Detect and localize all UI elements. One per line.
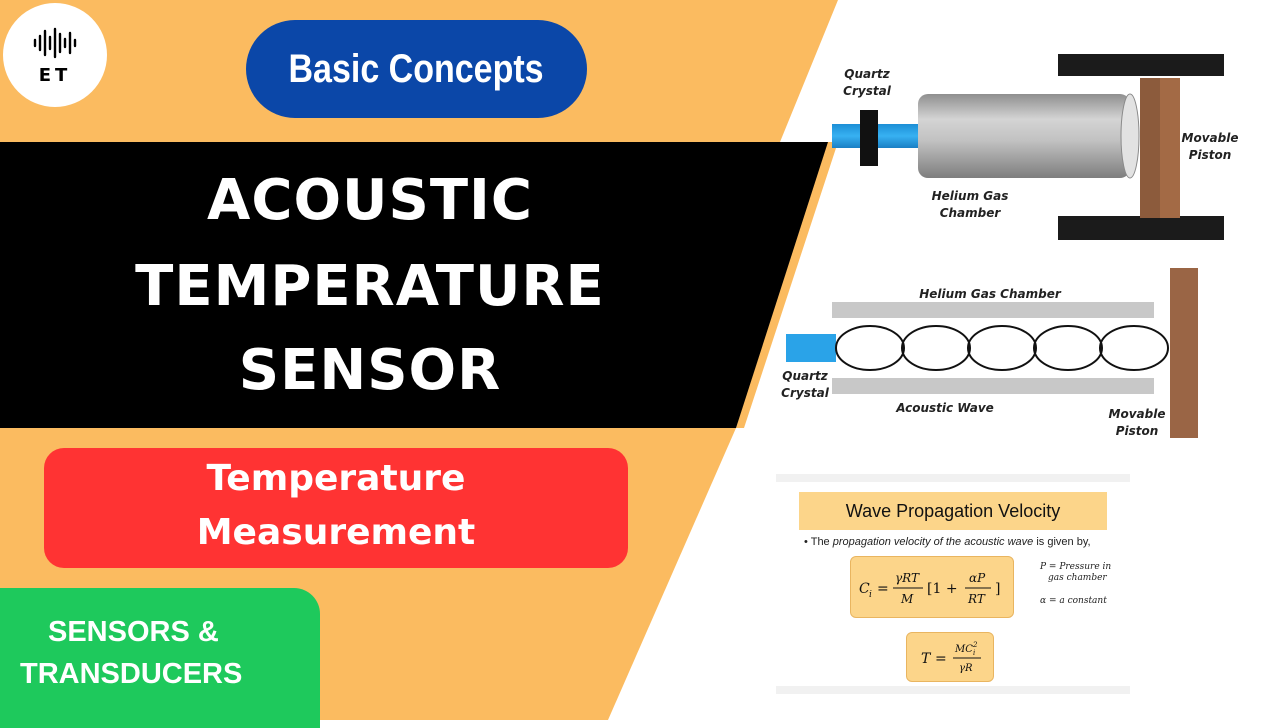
mid-piston-label: Movable Piston (1108, 407, 1166, 438)
channel-logo: ET (3, 3, 107, 107)
top-quartz-label: Quartz Crystal (843, 67, 891, 98)
formula-heading-box: Wave Propagation Velocity (799, 492, 1107, 530)
svg-text:=: = (877, 581, 889, 597)
svg-text:2: 2 (972, 641, 978, 649)
subtitle-box (44, 448, 628, 568)
formula-panel-bottom-edge (776, 686, 1130, 694)
svg-text:M: M (900, 592, 914, 606)
formula-heading: Wave Propagation Velocity (845, 500, 1061, 521)
temperature-equation: T = MC 2 i γR (906, 632, 994, 682)
quartz-crystal-block (786, 334, 836, 362)
movable-piston-shape (1140, 78, 1160, 218)
mid-helium-label: Helium Gas Chamber (919, 287, 1061, 301)
svg-text:C: C (859, 581, 870, 597)
logo-text: ET (38, 65, 72, 86)
category-line-1: SENSORS & (48, 616, 219, 648)
acoustic-wave-loops (835, 325, 1169, 371)
chamber-bottom-wall (832, 378, 1154, 394)
helium-chamber-shape (918, 94, 1130, 178)
formula-panel-top-edge (776, 474, 1130, 482)
temperature-formula: T = MC 2 i γR (921, 641, 981, 674)
acoustic-wave-diagram (786, 268, 1198, 438)
formula-bullet: • The propagation velocity of the acoust… (804, 536, 1091, 548)
chamber-top-wall (832, 302, 1154, 318)
category-box (0, 588, 320, 728)
subtitle-line-1: Temperature (206, 458, 466, 499)
svg-text:i: i (973, 649, 975, 657)
subtitle-line-2: Measurement (196, 512, 476, 553)
orange-edge-under-black (736, 142, 838, 428)
title-line-2: TEMPERATURE (135, 254, 605, 319)
svg-text:γR: γR (959, 663, 973, 674)
svg-text:RT: RT (967, 592, 986, 606)
svg-text:γRT: γRT (895, 571, 920, 585)
alpha-note: α = a constant (1040, 596, 1107, 606)
quartz-holder-shape (860, 110, 878, 166)
black-title-banner (0, 142, 828, 428)
svg-text:T: T (921, 651, 932, 667)
basic-concepts-badge: Basic Concepts (246, 20, 587, 118)
piston-bottom-plate (1058, 216, 1224, 240)
svg-text:αP: αP (969, 571, 986, 585)
svg-text:=: = (935, 651, 947, 667)
title-line-1: ACOUSTIC (207, 168, 533, 233)
movable-piston-block (1170, 268, 1198, 438)
top-helium-label: Helium Gas Chamber (931, 189, 1009, 220)
svg-text:i: i (869, 590, 872, 600)
top-piston-label: Movable Piston (1181, 131, 1239, 162)
svg-text:]: ] (995, 581, 1000, 597)
mid-wave-label: Acoustic Wave (896, 401, 994, 415)
pressure-note: P = Pressure in gas chamber (1040, 562, 1112, 583)
title-line-3: SENSOR (238, 338, 502, 403)
sound-wave-icon (33, 27, 77, 59)
svg-text:MC: MC (954, 644, 973, 655)
sensor-3d-diagram (832, 54, 1224, 240)
piston-top-plate (1058, 54, 1224, 76)
svg-text:[1 +: [1 + (927, 581, 958, 597)
basic-concepts-label: Basic Concepts (288, 46, 545, 91)
category-line-2: TRANSDUCERS (20, 658, 243, 690)
mid-quartz-label: Quartz Crystal (781, 369, 829, 400)
